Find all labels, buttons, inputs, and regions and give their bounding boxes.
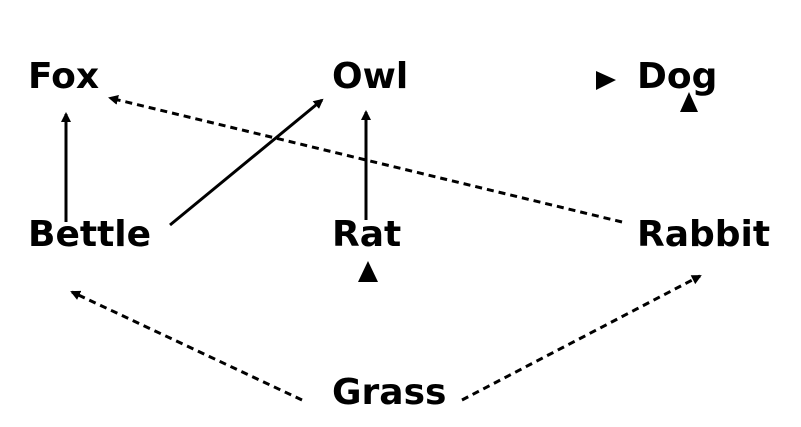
arrowhead-up-near-rat [358, 261, 378, 282]
arrowhead-right-near-dog [596, 71, 616, 90]
arrowhead-up-near-dog [680, 92, 698, 112]
node-rabbit: Rabbit [637, 214, 770, 255]
edges [61, 95, 702, 402]
node-fox: Fox [28, 56, 99, 97]
edge-grass-to-bettle [70, 290, 303, 402]
node-owl: Owl [332, 56, 408, 97]
edge-grass-to-rabbit [461, 274, 702, 402]
node-dog: Dog [637, 56, 717, 97]
node-bettle: Bettle [28, 214, 151, 255]
loose-arrowheads [358, 71, 698, 282]
edge-rabbit-to-fox [108, 95, 623, 224]
edge-bettle-to-owl [169, 98, 324, 227]
node-grass: Grass [332, 372, 446, 413]
nodes: Fox Owl Dog Bettle Rat Rabbit Grass [28, 56, 770, 413]
node-rat: Rat [332, 214, 401, 255]
